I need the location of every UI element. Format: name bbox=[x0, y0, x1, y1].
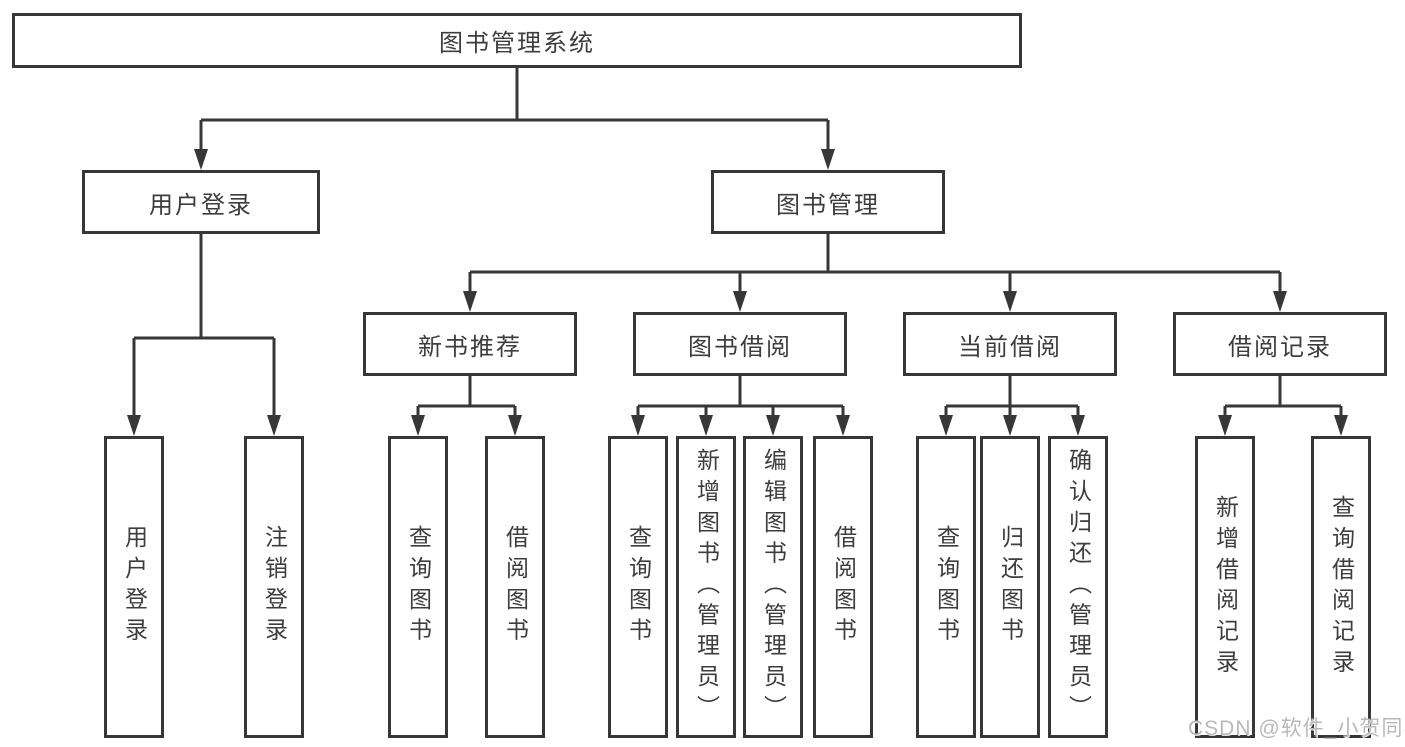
node-new-book-recommend: 新书推荐 bbox=[363, 312, 577, 376]
leaf-add-borrow-record: 新增借阅记录 bbox=[1195, 436, 1255, 738]
leaf-borrow-book: 借阅图书 bbox=[813, 436, 873, 738]
leaf-confirm-return-admin: 确认归还（管理员） bbox=[1048, 436, 1108, 738]
node-user-login-branch: 用户登录 bbox=[82, 170, 320, 234]
watermark-text: CSDN @软件_小贺同学 bbox=[1188, 717, 1405, 740]
leaf-edit-book-admin: 编辑图书（管理员） bbox=[743, 436, 803, 738]
node-book-management: 图书管理 bbox=[711, 170, 945, 234]
node-current-borrow: 当前借阅 bbox=[903, 312, 1117, 376]
leaf-query-borrow-record: 查询借阅记录 bbox=[1311, 436, 1371, 738]
leaf-query-books-current: 查询图书 bbox=[916, 436, 976, 738]
leaf-borrow-books-recommend: 借阅图书 bbox=[485, 436, 545, 738]
node-book-borrow: 图书借阅 bbox=[633, 312, 847, 376]
leaf-query-books-borrow: 查询图书 bbox=[608, 436, 668, 738]
leaf-query-books-recommend: 查询图书 bbox=[388, 436, 448, 738]
leaf-user-login: 用户登录 bbox=[104, 436, 164, 738]
leaf-logout: 注销登录 bbox=[244, 436, 304, 738]
leaf-return-book: 归还图书 bbox=[980, 436, 1040, 738]
leaf-add-book-admin: 新增图书（管理员） bbox=[676, 436, 736, 738]
node-borrow-records: 借阅记录 bbox=[1173, 312, 1387, 376]
node-root-system: 图书管理系统 bbox=[12, 13, 1022, 68]
